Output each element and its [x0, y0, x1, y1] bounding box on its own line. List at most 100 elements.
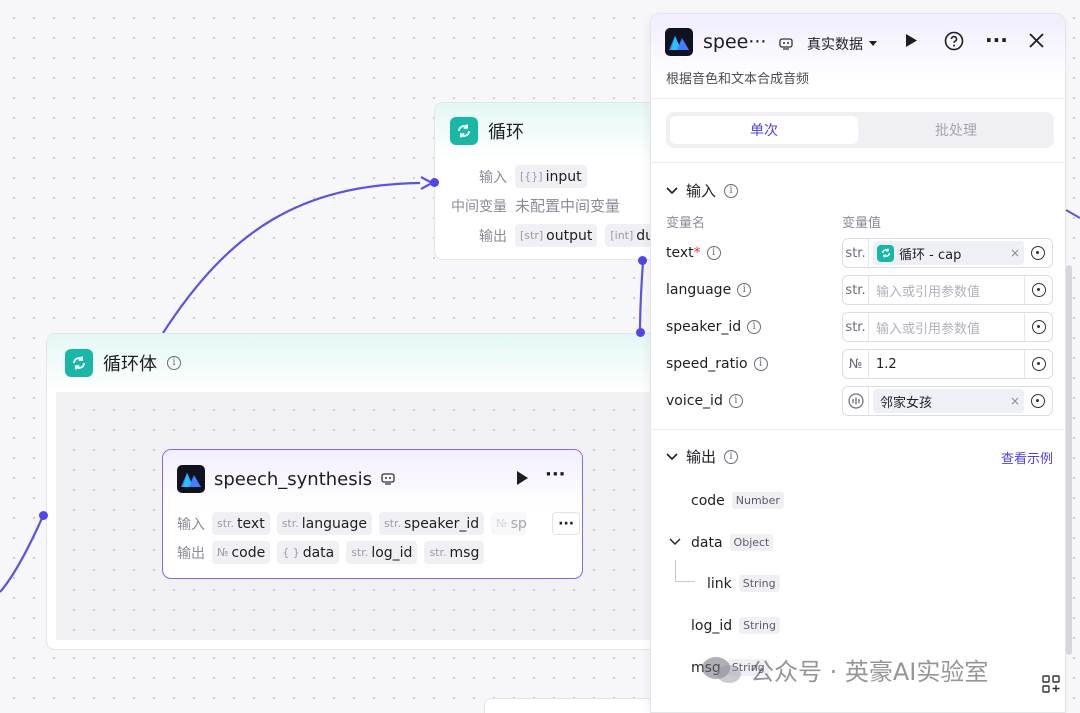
variable-picker-icon[interactable]: [1024, 387, 1052, 415]
loop-node[interactable]: 循环 输入 [{}]input 中间变量 未配置中间变量 输出 [str]out…: [434, 102, 674, 260]
loop-icon: [877, 244, 894, 262]
voice-wave-icon: [843, 387, 869, 415]
text-ref-field[interactable]: str. 循环 - cap ×: [842, 238, 1053, 268]
clear-icon[interactable]: ×: [1009, 394, 1020, 408]
input-section-title: 输入: [686, 182, 717, 200]
loop-output-label: 输出: [479, 228, 507, 245]
watermark: 公众号 · 英豪AI实验室: [700, 652, 988, 687]
info-icon[interactable]: i: [706, 246, 721, 260]
info-icon[interactable]: i: [167, 356, 181, 370]
speed-ratio-field[interactable]: № 1.2: [842, 349, 1053, 379]
ref-chip-label: 循环 - cap: [899, 247, 962, 263]
output-port[interactable]: [638, 256, 647, 265]
chevron-down-icon: [666, 186, 678, 194]
speech-output-tag: str.log_id: [346, 541, 418, 564]
variable-picker-icon[interactable]: [1024, 239, 1052, 267]
output-section-header[interactable]: 输出 i: [666, 446, 739, 467]
ref-chip[interactable]: 循环 - cap ×: [873, 241, 1024, 265]
view-example-link[interactable]: 查看示例: [1001, 452, 1054, 467]
speaker-id-field[interactable]: str. 输入或引用参数值: [842, 312, 1053, 342]
output-section-title: 输出: [686, 448, 717, 466]
caret-down-icon: [869, 41, 877, 46]
variable-picker-icon[interactable]: [1024, 350, 1052, 378]
sandbox-icon: [381, 470, 395, 489]
info-icon[interactable]: i: [728, 394, 743, 408]
tts-logo-icon: [665, 28, 693, 56]
var-name-text: text* i: [666, 245, 721, 261]
chevron-down-icon[interactable]: [669, 538, 681, 546]
data-mode-select[interactable]: 真实数据: [807, 34, 878, 54]
ref-chip-label: 邻家女孩: [880, 395, 933, 411]
col-value-header: 变量值: [842, 216, 882, 231]
loop-body-title: 循环体: [103, 354, 157, 375]
info-icon[interactable]: i: [737, 283, 752, 297]
run-icon[interactable]: [515, 470, 529, 490]
help-icon[interactable]: [944, 31, 964, 51]
type-badge: №: [843, 350, 869, 378]
variable-picker-icon[interactable]: [1024, 276, 1052, 304]
run-icon[interactable]: [905, 33, 918, 48]
info-icon[interactable]: i: [747, 320, 762, 334]
type-badge: str.: [843, 239, 869, 267]
ref-chip[interactable]: 邻家女孩 ×: [873, 389, 1024, 413]
more-options-icon[interactable]: ···: [545, 464, 566, 485]
speech-input-label: 输入: [177, 516, 205, 533]
tab-batch[interactable]: 批处理: [935, 123, 977, 139]
voice-id-field[interactable]: 邻家女孩 ×: [842, 386, 1053, 416]
speech-node-title: speech_synthesis: [214, 468, 372, 490]
loop-node-header: 循环: [435, 103, 673, 159]
panel-scrollbar[interactable]: [1066, 265, 1072, 655]
next-node-partial[interactable]: [484, 698, 654, 713]
loop-body-header: 循环体 i: [47, 334, 665, 392]
info-icon[interactable]: i: [724, 449, 739, 464]
more-options-icon[interactable]: ···: [985, 28, 1008, 52]
type-badge: str.: [843, 313, 869, 341]
loop-mid-label: 中间变量: [451, 198, 507, 215]
language-field[interactable]: str. 输入或引用参数值: [842, 275, 1053, 305]
input-section-header[interactable]: 输入 i: [666, 180, 739, 201]
tree-connector: [675, 560, 695, 582]
watermark-text: 公众号 · 英豪AI实验室: [750, 658, 989, 686]
input-port[interactable]: [430, 178, 439, 187]
panel-title: spee···: [703, 31, 767, 53]
loop-icon: [65, 349, 93, 377]
tab-single[interactable]: 单次: [670, 116, 858, 144]
tts-logo-icon: [177, 465, 205, 493]
speech-synthesis-node[interactable]: speech_synthesis ··· 输入 str.text str.lan…: [162, 449, 583, 579]
info-icon[interactable]: i: [724, 183, 739, 198]
col-name-header: 变量名: [666, 216, 706, 231]
chevron-down-icon: [666, 452, 678, 460]
data-mode-label: 真实数据: [807, 37, 863, 53]
language-placeholder: 输入或引用参数值: [876, 284, 981, 300]
var-name-voice-id: voice_id i: [666, 393, 743, 409]
more-inputs-button[interactable]: ···: [552, 512, 581, 535]
loop-input-tag: [{}]input: [515, 165, 587, 188]
loop-body-start-port[interactable]: [39, 511, 48, 520]
variable-picker-icon[interactable]: [1024, 313, 1052, 341]
speech-node-header: speech_synthesis ···: [163, 450, 582, 508]
speech-output-tag: { }data: [277, 541, 340, 564]
clear-icon[interactable]: ×: [1009, 246, 1020, 260]
loop-node-title: 循环: [488, 122, 524, 143]
speech-output-label: 输出: [177, 545, 205, 562]
apps-grid-icon[interactable]: [1038, 671, 1064, 697]
type-badge: str.: [843, 276, 869, 304]
mode-tabs: 单次 批处理: [666, 112, 1054, 148]
var-name-language: language i: [666, 282, 752, 298]
loop-icon: [450, 117, 478, 145]
sandbox-icon: [779, 35, 793, 54]
speech-output-tag: str.msg: [424, 541, 485, 564]
speaker-id-placeholder: 输入或引用参数值: [876, 321, 981, 337]
var-name-speaker-id: speaker_id i: [666, 319, 762, 335]
wechat-icon: [702, 656, 741, 683]
info-icon[interactable]: i: [753, 357, 768, 371]
loop-body-port[interactable]: [636, 328, 645, 337]
loop-input-label: 输入: [479, 169, 507, 186]
speech-input-tag: str.text: [212, 512, 270, 535]
close-icon[interactable]: [1029, 33, 1044, 48]
